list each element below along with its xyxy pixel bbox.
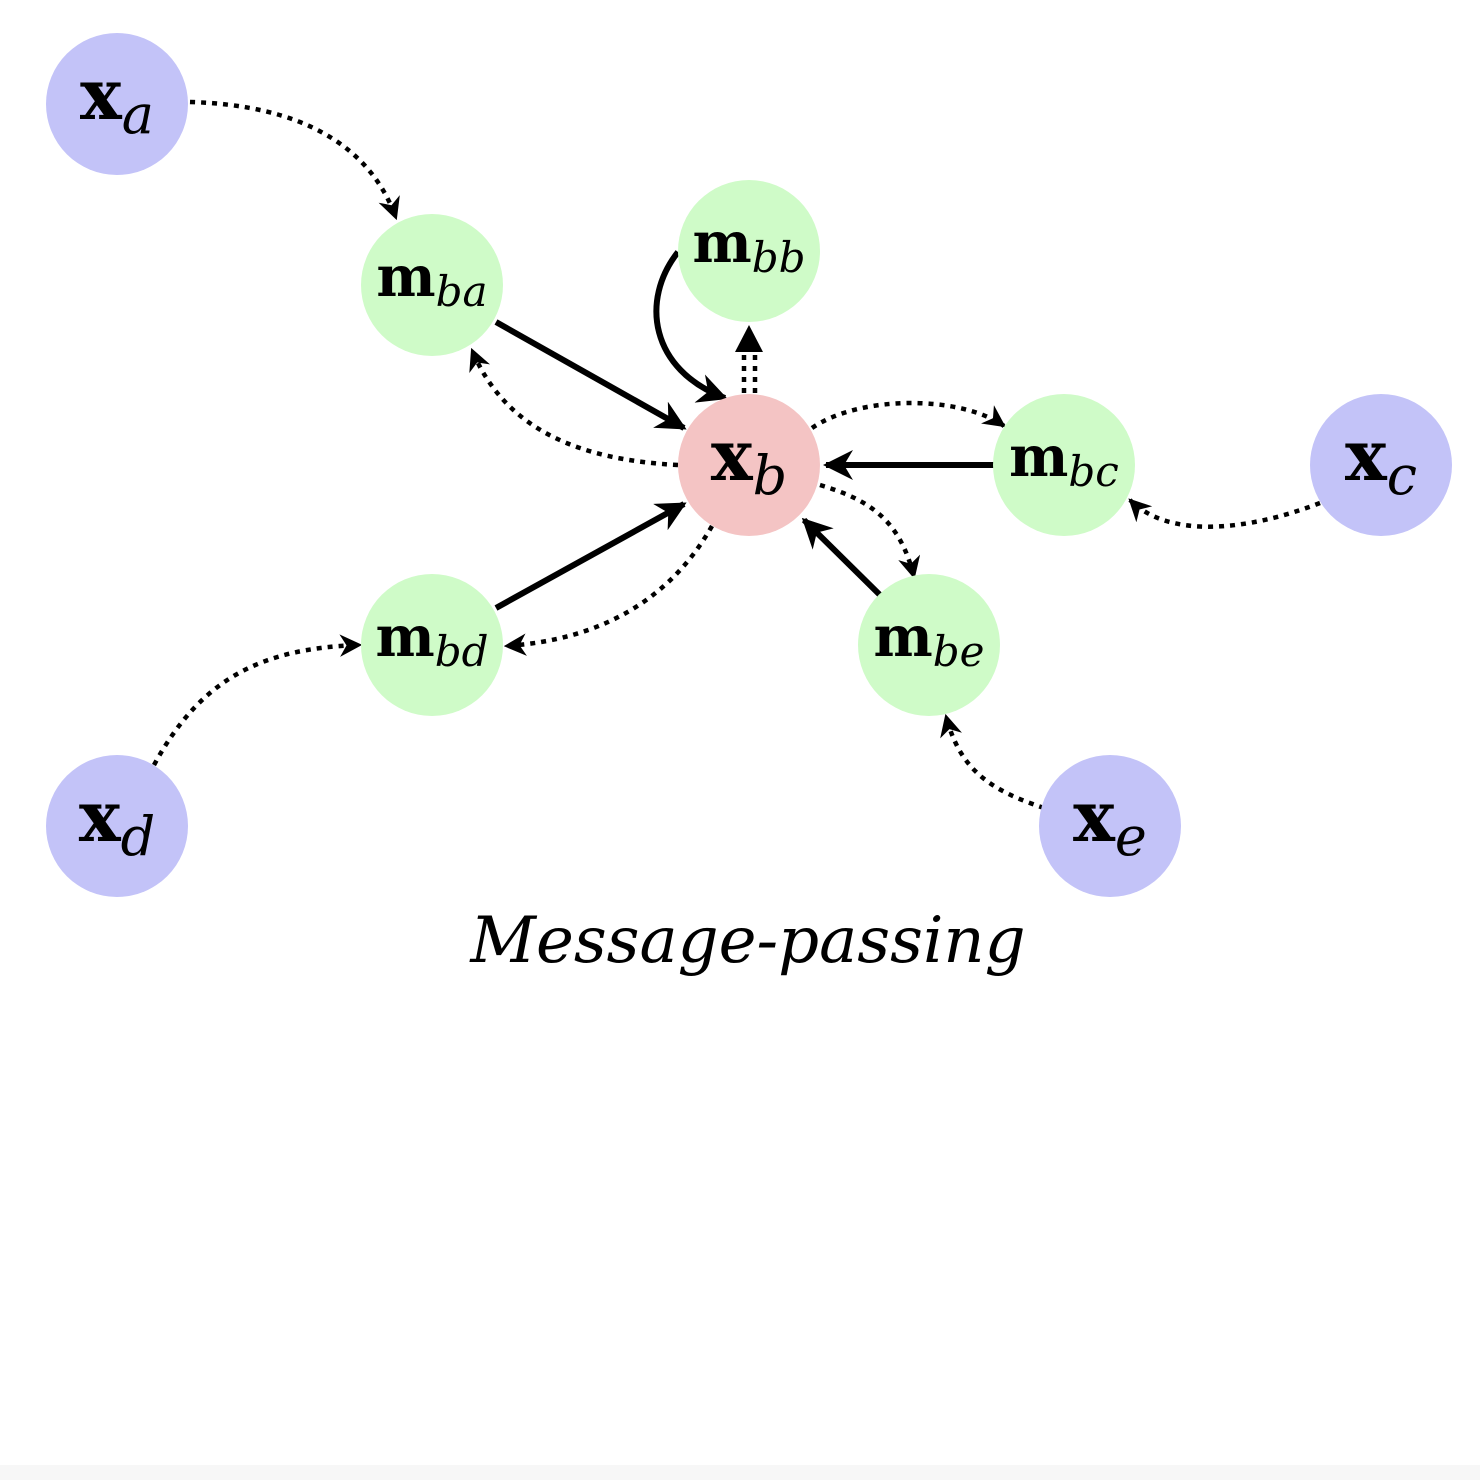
node-mba-main: m — [376, 244, 435, 310]
edge-xe-to-mbe — [940, 713, 1045, 811]
edge-xb-to-mba — [469, 347, 679, 468]
nodes: xa xd xc xe xb — [46, 33, 1452, 897]
node-mbe: mbe — [858, 574, 1000, 716]
node-xd-circle — [46, 755, 188, 897]
edge-mbe-to-xb — [801, 517, 883, 598]
node-xe-sub: e — [1115, 805, 1147, 868]
node-xe: xe — [1039, 755, 1181, 897]
node-xa-circle — [46, 33, 188, 175]
node-mbc: mbc — [993, 394, 1135, 536]
node-mbb-main: m — [692, 210, 751, 276]
node-xd-main: x — [79, 775, 122, 858]
node-xe-main: x — [1073, 775, 1116, 858]
node-mbd-sub: bd — [435, 627, 489, 676]
svg-text:xe: xe — [1073, 775, 1147, 868]
svg-text:mba: mba — [376, 244, 487, 316]
edge-xd-to-mbd — [152, 634, 363, 767]
node-mbb: mbb — [678, 180, 820, 322]
node-mba: mba — [361, 214, 503, 356]
node-mbe-circle — [858, 574, 1000, 716]
node-mbd: mbd — [361, 574, 503, 716]
node-mbe-main: m — [873, 604, 932, 670]
node-xd-sub: d — [121, 805, 156, 868]
node-xe-circle — [1039, 755, 1181, 897]
node-mbb-circle — [678, 180, 820, 322]
node-mba-circle — [361, 214, 503, 356]
node-xc-circle — [1310, 394, 1452, 536]
svg-text:xa: xa — [80, 53, 154, 146]
svg-text:xc: xc — [1345, 414, 1417, 507]
svg-text:xd: xd — [79, 775, 155, 868]
node-xa-sub: a — [122, 83, 154, 146]
node-xc-main: x — [1345, 414, 1388, 497]
diagram-caption: Message-passing — [469, 904, 1025, 978]
svg-text:mbc: mbc — [1009, 424, 1119, 496]
node-mbc-sub: bc — [1068, 447, 1118, 496]
edge-xb-to-mbc — [810, 400, 1006, 430]
node-xb: xb — [678, 394, 820, 536]
edge-mbd-to-xb — [494, 501, 687, 611]
node-xa-main: x — [80, 53, 123, 136]
node-xb-sub: b — [753, 444, 788, 507]
edge-xb-to-mbe — [819, 482, 921, 580]
svg-text:mbb: mbb — [692, 210, 805, 282]
edge-mba-to-xb — [494, 319, 687, 431]
bottom-strip — [0, 1465, 1480, 1480]
node-mbd-main: m — [375, 604, 434, 670]
svg-text:xb: xb — [711, 414, 787, 507]
node-mbe-sub: be — [933, 627, 985, 676]
node-mbc-main: m — [1009, 424, 1068, 490]
node-xb-main: x — [711, 414, 754, 497]
node-xd: xd — [46, 755, 188, 897]
svg-text:mbe: mbe — [873, 604, 984, 676]
edge-mbb-to-xb — [653, 250, 728, 403]
node-mbc-circle — [993, 394, 1135, 536]
node-mbd-circle — [361, 574, 503, 716]
node-mba-sub: ba — [436, 267, 488, 316]
node-xc-sub: c — [1387, 444, 1417, 507]
node-xb-circle — [678, 394, 820, 536]
edge-xa-to-mba — [189, 99, 400, 221]
edge-xc-to-mbc — [1128, 498, 1321, 529]
edge-xb-to-mbb-arrowhead — [735, 325, 763, 352]
node-xa: xa — [46, 33, 188, 175]
edges — [152, 99, 1321, 811]
node-mbb-sub: bb — [752, 233, 806, 282]
svg-text:mbd: mbd — [375, 604, 488, 676]
node-xc: xc — [1310, 394, 1452, 536]
